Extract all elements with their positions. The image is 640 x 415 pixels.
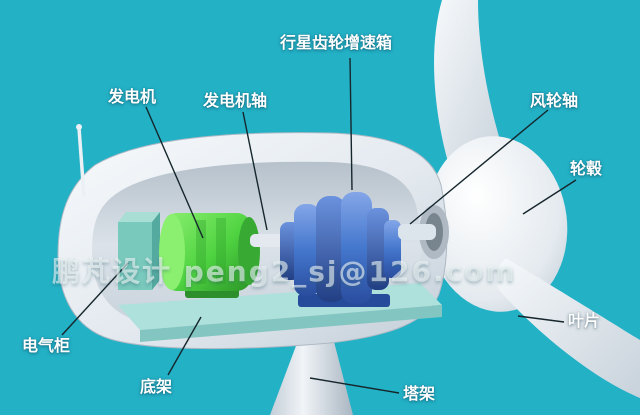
blade-lower [496, 258, 640, 398]
label-tower: 塔架 [403, 384, 436, 403]
leader-line-gearbox [349, 57, 353, 191]
leader-lines [61, 57, 577, 394]
label-electrical-cabinet: 电气柜 [22, 336, 71, 355]
leader-line-generator [145, 106, 204, 239]
leader-line-base-frame [167, 316, 202, 376]
generator-3d [159, 213, 260, 298]
blade-upper [434, 0, 506, 171]
rotor-shaft-3d [398, 224, 436, 240]
electrical-cabinet-3d [118, 212, 160, 290]
label-generator: 发电机 [108, 87, 157, 106]
tower-3d [270, 330, 353, 415]
leader-line-cabinet [61, 262, 129, 336]
watermark: 鹏芃设计 peng2_sj@126.com [52, 255, 517, 288]
label-gearbox: 行星齿轮增速箱 [280, 33, 393, 52]
leader-line-generator-shaft [242, 111, 268, 231]
label-blade: 叶片 [568, 311, 601, 330]
leader-line-blade [517, 315, 565, 323]
label-hub: 轮毂 [570, 159, 603, 178]
label-generator-shaft: 发电机轴 [203, 91, 268, 110]
antenna [76, 124, 86, 197]
gearbox-3d [280, 192, 401, 307]
leader-line-rotor-shaft [409, 109, 549, 225]
leader-line-hub [522, 179, 577, 215]
label-base-frame: 底架 [140, 377, 173, 396]
leader-line-tower [309, 377, 400, 394]
hub-3d [426, 136, 568, 312]
label-rotor-shaft: 风轮轴 [530, 91, 579, 110]
